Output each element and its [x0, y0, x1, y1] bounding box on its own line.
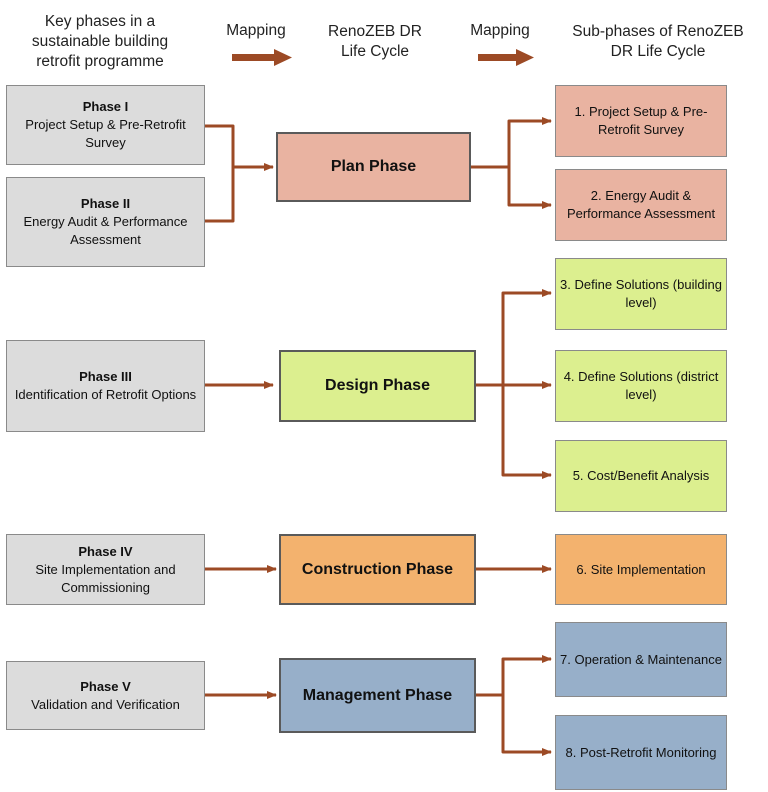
phase-5-box: Phase V Validation and Verification [6, 661, 205, 730]
subphase-7-box: 7. Operation & Maintenance [555, 622, 727, 697]
phase-2-title: Phase II [80, 196, 131, 211]
phase-3-box: Phase III Identification of Retrofit Opt… [6, 340, 205, 432]
management-phase-box: Management Phase [279, 658, 476, 733]
phase-1-title: Phase I [82, 99, 129, 114]
phase-2-box: Phase II Energy Audit & Performance Asse… [6, 177, 205, 267]
subphase-6-box: 6. Site Implementation [555, 534, 727, 605]
phase-4-title: Phase IV [78, 543, 133, 559]
mapping-label-2: Mapping [470, 22, 530, 39]
construction-phase-box: Construction Phase [279, 534, 476, 605]
mapping-arrow-2 [478, 49, 534, 66]
phase-2-desc: Energy Audit & Performance Assessment [23, 214, 188, 247]
phase-5-desc: Validation and Verification [31, 696, 180, 712]
phase-3-desc: Identification of Retrofit Options [14, 387, 197, 402]
phase-1-box: Phase I Project Setup & Pre-Retrofit Sur… [6, 85, 205, 165]
subphase-3-box: 3. Define Solutions (building level) [555, 258, 727, 330]
subphase-4-box: 4. Define Solutions (district level) [555, 350, 727, 422]
subphase-1-box: 1. Project Setup & Pre-Retrofit Survey [555, 85, 727, 157]
header-lifecycle: RenoZEB DR Life Cycle [328, 23, 422, 60]
subphase-2-box: 2. Energy Audit & Performance Assessment [555, 169, 727, 241]
phase-3-title: Phase III [79, 369, 132, 384]
mapping-label-1: Mapping [226, 22, 286, 39]
mapping-arrow-1 [232, 49, 292, 66]
subphase-5-box: 5. Cost/Benefit Analysis [555, 440, 727, 512]
phase-5-title: Phase V [80, 678, 131, 694]
design-phase-box: Design Phase [279, 350, 476, 422]
header-subphases: Sub-phases of RenoZEB DR Life Cycle [572, 23, 744, 60]
phase-4-box: Phase IV Site Implementation and Commiss… [6, 534, 205, 605]
subphase-8-box: 8. Post-Retrofit Monitoring [555, 715, 727, 790]
phase-4-desc: Site Implementation and Commissioning [35, 561, 176, 595]
plan-phase-box: Plan Phase [276, 132, 471, 202]
phase-1-desc: Project Setup & Pre-Retrofit Survey [25, 117, 186, 150]
header-key-phases: Key phases in a sustainable building ret… [31, 13, 169, 70]
